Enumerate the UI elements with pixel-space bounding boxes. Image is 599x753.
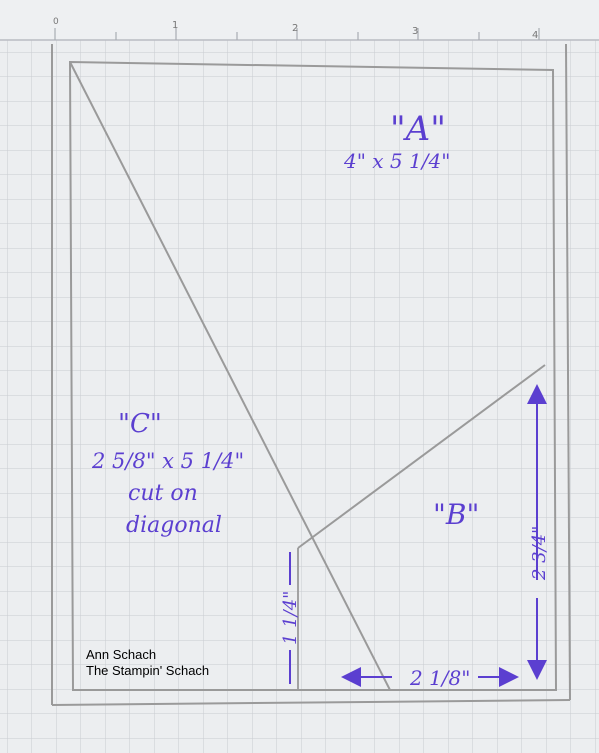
ruler-number-4: 4 bbox=[532, 30, 538, 41]
credit-author: Ann Schach bbox=[86, 647, 157, 662]
label-panel-c-note-2: diagonal bbox=[126, 513, 222, 538]
label-panel-a: "A" bbox=[390, 109, 446, 149]
ruler-number-2: 2 bbox=[292, 23, 298, 34]
label-panel-c-note-1: cut on bbox=[128, 481, 198, 506]
label-panel-c: "C" bbox=[118, 409, 162, 439]
dimension-left-label: 1 1/4" bbox=[280, 591, 301, 645]
card-outline-outer bbox=[51, 43, 571, 706]
panel-a-outline bbox=[68, 60, 558, 691]
dimension-right-label: 2 3/4" bbox=[529, 526, 550, 581]
label-panel-b: "B" bbox=[433, 498, 479, 531]
dimension-bottom-label: 2 1/8" bbox=[409, 666, 470, 690]
ruler-ticks bbox=[54, 28, 540, 40]
panel-c-diagonal-line bbox=[69, 61, 391, 691]
label-panel-a-size: 4" x 5 1/4" bbox=[343, 149, 450, 173]
credit-site: The Stampin' Schach bbox=[86, 663, 210, 678]
ruler-strip bbox=[0, 0, 599, 40]
panel-b-top-edge bbox=[297, 364, 546, 549]
ruler-number-3: 3 bbox=[412, 26, 418, 37]
ruler-number-0: 0 bbox=[53, 17, 59, 27]
ruler-number-1: 1 bbox=[172, 20, 178, 31]
credit-watermark: Ann Schach The Stampin' Schach bbox=[86, 647, 209, 679]
label-panel-c-size: 2 5/8" x 5 1/4" bbox=[91, 449, 244, 473]
